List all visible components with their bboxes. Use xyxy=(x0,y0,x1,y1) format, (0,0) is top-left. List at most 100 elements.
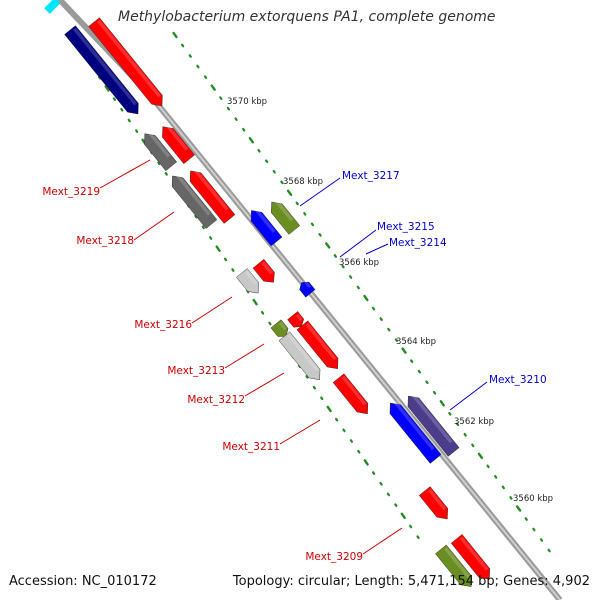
gene-olive-1 xyxy=(271,199,301,235)
major-tick xyxy=(363,294,369,302)
gene-label[interactable]: Mext_3215 xyxy=(377,221,435,233)
minor-tick xyxy=(268,321,272,326)
gene-label[interactable]: Mext_3214 xyxy=(389,237,447,249)
minor-tick xyxy=(226,106,231,111)
map-title: Methylobacterium extorquens PA1, complet… xyxy=(118,9,496,25)
gene-blue-small xyxy=(299,280,316,298)
minor-tick xyxy=(223,257,228,262)
major-tick xyxy=(172,31,178,39)
major-tick xyxy=(210,84,216,91)
minor-tick xyxy=(494,475,498,479)
minor-tick xyxy=(501,485,505,490)
partial-gene-cyan xyxy=(44,0,64,14)
minor-tick xyxy=(448,411,452,416)
minor-tick xyxy=(386,492,391,497)
minor-tick xyxy=(463,432,467,437)
minor-tick xyxy=(188,54,192,58)
major-tick xyxy=(325,242,331,249)
minor-tick xyxy=(257,148,261,153)
minor-tick xyxy=(295,201,299,206)
minor-tick xyxy=(181,43,185,48)
gene-red-small xyxy=(287,311,305,328)
major-tick xyxy=(286,189,293,197)
minor-tick xyxy=(264,159,269,164)
label-leader-line xyxy=(191,296,233,324)
label-leader-line xyxy=(133,211,175,241)
major-tick xyxy=(477,452,484,460)
gene-lightgray-2 xyxy=(278,331,321,380)
minor-tick xyxy=(303,212,307,216)
label-leader-line xyxy=(299,177,341,207)
gene-navy-1 xyxy=(64,25,139,115)
minor-tick xyxy=(547,548,551,553)
minor-tick xyxy=(194,214,198,219)
gene-label[interactable]: Mext_3213 xyxy=(167,365,225,377)
gene-label[interactable]: Mext_3210 xyxy=(489,374,547,386)
gene-gray-1 xyxy=(144,131,177,172)
minor-tick xyxy=(348,275,353,279)
minor-tick xyxy=(120,107,124,112)
gene-label[interactable]: Mext_3211 xyxy=(222,441,280,453)
gene-label[interactable]: Mext_3219 xyxy=(42,186,100,198)
minor-tick xyxy=(318,233,322,237)
gene-label[interactable]: Mext_3209 xyxy=(305,551,363,563)
label-leader-line xyxy=(244,372,285,397)
gene-features xyxy=(64,17,490,587)
scale-label: 3564 kbp xyxy=(396,337,436,347)
minor-tick xyxy=(416,535,420,540)
minor-tick xyxy=(387,327,391,332)
gene-label[interactable]: Mext_3218 xyxy=(76,235,134,247)
label-leader-line xyxy=(339,229,377,258)
minor-tick xyxy=(209,236,213,240)
gene-red-6 xyxy=(332,373,369,415)
minor-tick xyxy=(260,310,265,315)
scale-label: 3570 kbp xyxy=(227,97,267,107)
minor-tick xyxy=(320,396,324,401)
minor-tick xyxy=(455,422,460,427)
label-leader-line xyxy=(99,159,151,189)
minor-tick xyxy=(334,417,339,422)
gene-olive-3 xyxy=(435,544,472,587)
minor-tick xyxy=(486,464,490,469)
major-tick xyxy=(326,405,332,413)
minor-tick xyxy=(371,306,376,311)
minor-tick xyxy=(203,75,208,79)
scale-label: 3566 kbp xyxy=(339,258,379,268)
gene-red-5 xyxy=(296,320,339,369)
major-tick xyxy=(515,505,522,512)
label-leader-line xyxy=(449,381,488,411)
minor-tick xyxy=(539,538,544,542)
minor-tick xyxy=(272,169,276,174)
minor-tick xyxy=(310,222,315,227)
minor-tick xyxy=(112,97,117,101)
minor-tick xyxy=(379,481,383,486)
minor-tick xyxy=(357,449,361,454)
gene-label[interactable]: Mext_3212 xyxy=(187,394,245,406)
major-tick xyxy=(439,400,445,407)
minor-tick xyxy=(394,338,399,342)
minor-tick xyxy=(164,172,168,176)
label-leader-line xyxy=(362,527,403,555)
minor-tick xyxy=(394,503,398,507)
gene-label[interactable]: Mext_3217 xyxy=(342,170,400,182)
minor-tick xyxy=(242,127,246,132)
label-leader-line xyxy=(224,343,265,369)
major-tick xyxy=(252,298,258,306)
scale-label: 3562 kbp xyxy=(454,417,494,427)
major-tick xyxy=(400,512,406,520)
gene-blue-1 xyxy=(250,208,283,247)
gene-label[interactable]: Mext_3216 xyxy=(134,319,192,331)
accession-text: Accession: NC_010172 xyxy=(9,574,157,589)
gene-red-8 xyxy=(450,534,490,580)
minor-tick xyxy=(425,380,429,385)
label-leaders xyxy=(99,159,488,555)
backbone-highlight xyxy=(149,94,561,600)
label-leader-line xyxy=(279,419,321,445)
minor-tick xyxy=(417,369,421,374)
minor-tick xyxy=(127,118,131,123)
minor-tick xyxy=(524,517,528,521)
minor-tick xyxy=(410,359,414,363)
minor-tick xyxy=(372,471,376,475)
minor-tick xyxy=(135,129,139,134)
